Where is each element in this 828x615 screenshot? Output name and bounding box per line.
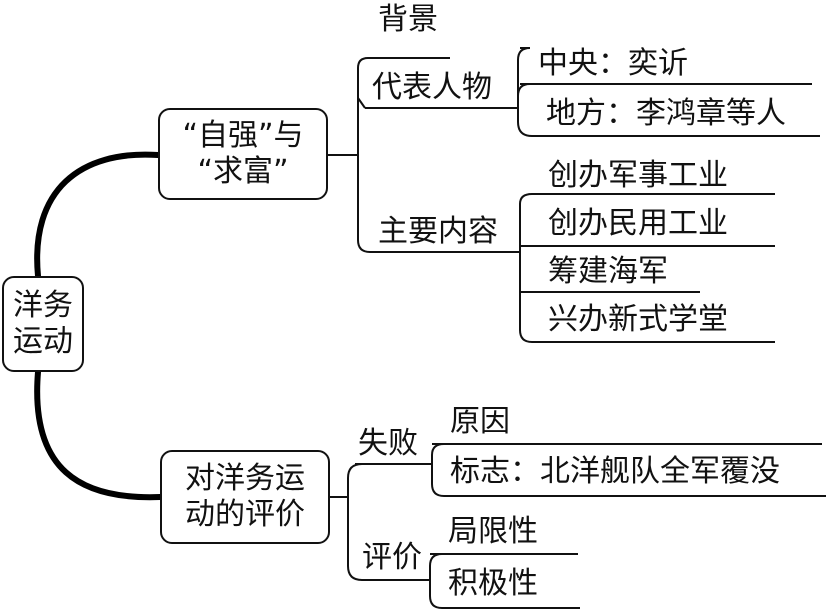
representatives-label: 代表人物	[372, 70, 492, 105]
content-item-schools: 兴办新式学堂	[548, 302, 728, 337]
branch1-to-representatives	[357, 97, 366, 109]
failure-bracket	[431, 443, 445, 497]
representatives-top-line	[515, 47, 531, 109]
eval-item-positive: 积极性	[448, 566, 538, 601]
branch1-bracket	[328, 57, 372, 253]
rep-item-local: 地方：李鸿章等人	[546, 96, 786, 131]
root-node: 洋务 运动	[2, 276, 84, 372]
content-item-civil-industry: 创办民用工业	[548, 206, 728, 241]
branch2-bracket	[330, 463, 363, 581]
contents-label: 主要内容	[378, 214, 498, 249]
background-label: 背景	[378, 2, 438, 37]
branch2-node: 对洋务运 动的评价	[160, 450, 330, 544]
rep-item-central: 中央：奕䜣	[538, 46, 688, 81]
content-item-military-industry: 创办军事工业	[548, 158, 728, 193]
branch1-node: “自强”与 “求富”	[158, 108, 328, 200]
trunk-curve-upper	[34, 151, 161, 279]
representatives-bracket	[517, 60, 533, 137]
content-item-navy: 筹建海军	[548, 254, 668, 289]
eval-item-limitation: 局限性	[448, 514, 538, 549]
trunk-curve-lower	[34, 369, 163, 501]
fail-item-cause: 原因	[450, 404, 510, 439]
rep-top-join	[517, 83, 531, 97]
contents-bracket	[519, 193, 533, 343]
evaluation-label: 评价	[362, 540, 422, 575]
failure-label: 失败	[358, 426, 418, 461]
fail-item-sign: 标志：北洋舰队全军覆没	[450, 454, 780, 489]
evaluation-bracket	[429, 553, 443, 609]
